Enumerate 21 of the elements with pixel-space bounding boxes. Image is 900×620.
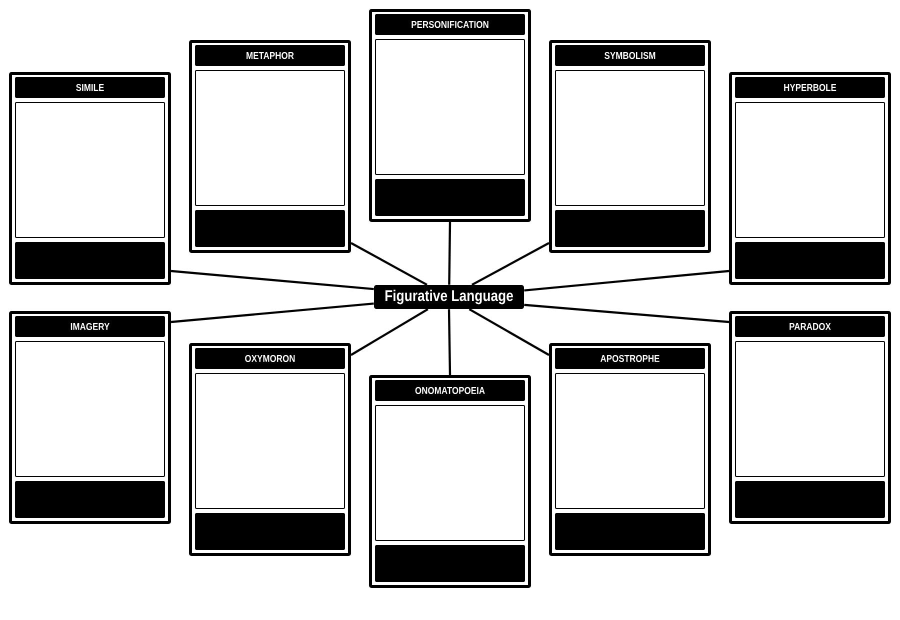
connector-line	[524, 304, 730, 324]
title-bar: APOSTROPHE	[555, 348, 705, 369]
title-bar: PARADOX	[735, 316, 885, 337]
title-bar: SIMILE	[15, 77, 165, 98]
title-bar: OXYMORON	[195, 348, 345, 369]
connector-line	[350, 308, 428, 356]
connector-line	[524, 270, 730, 292]
topic-box: Figurative Language	[374, 285, 524, 309]
title-bar: SYMBOLISM	[555, 45, 705, 66]
title-bar: METAPHOR	[195, 45, 345, 66]
connector-line	[471, 242, 550, 286]
title-bar: IMAGERY	[15, 316, 165, 337]
connector-line	[170, 270, 374, 290]
connector-line	[448, 309, 452, 376]
connector-line	[468, 308, 550, 356]
title-bar: ONOMATOPOEIA	[375, 380, 525, 401]
title-bar: HYPERBOLE	[735, 77, 885, 98]
connector-line	[350, 242, 428, 286]
connector-line	[448, 222, 452, 285]
connector-line	[170, 302, 374, 324]
title-bar: PERSONIFICATION	[375, 14, 525, 35]
